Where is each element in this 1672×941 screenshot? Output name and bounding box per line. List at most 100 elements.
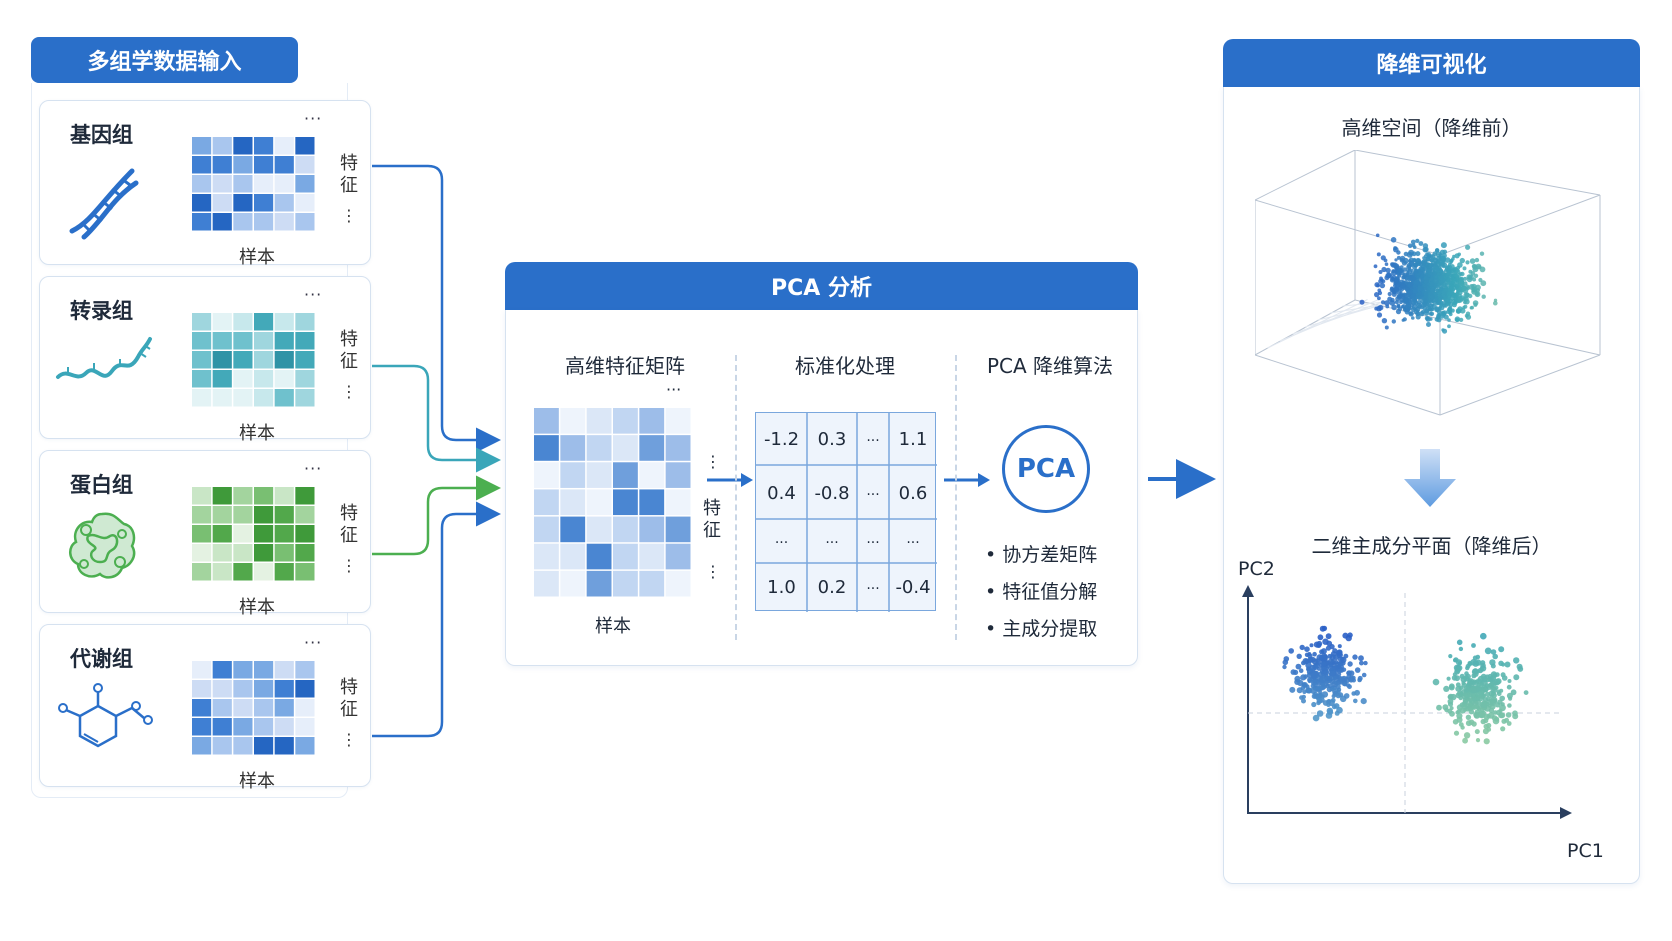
card-title: 转录组 [70, 299, 133, 323]
scatter-point [1483, 738, 1490, 745]
scatter-point [1421, 258, 1428, 265]
divider-2 [955, 355, 957, 640]
scatter-point [1343, 653, 1349, 659]
sample-label: 样本 [239, 771, 275, 792]
scatter-point [1347, 632, 1353, 638]
scatter-point [1428, 268, 1432, 273]
scatter-point [1449, 264, 1455, 269]
heatmap-cell [254, 370, 274, 388]
high-dim-title: 高维空间（降维前） [1341, 116, 1522, 140]
scatter-point [1359, 299, 1365, 305]
scatter-point [1358, 655, 1364, 662]
scatter-point [1414, 284, 1418, 288]
scatter-point [1449, 295, 1455, 301]
scatter-point [1455, 710, 1460, 715]
bullet-item: • 特征值分解 [985, 581, 1098, 603]
scatter-point [1300, 685, 1306, 691]
scatter-point [1377, 288, 1382, 293]
heatmap-cell [639, 489, 665, 516]
scatter-point [1288, 648, 1294, 654]
scatter-point [1384, 325, 1389, 330]
heatmap-cell [295, 351, 315, 369]
scatter-point [1490, 686, 1498, 694]
heatmap-cell [233, 680, 253, 698]
heatmap-cell [639, 570, 665, 597]
scatter-point [1478, 277, 1483, 283]
scatter-point [1419, 266, 1425, 272]
scatter-point [1442, 704, 1449, 711]
scatter-point [1456, 309, 1461, 314]
scatter-point [1423, 279, 1429, 285]
scatter-point [1413, 301, 1419, 306]
heatmap-cell [560, 543, 586, 570]
heatmap-cell [254, 718, 274, 736]
scatter-point [1359, 660, 1364, 666]
pc-scatter-plot [1242, 585, 1572, 819]
x-axis-arrow [1560, 807, 1572, 819]
heatmap-cell [560, 435, 586, 461]
scatter-point [1477, 265, 1482, 270]
scatter-point [1433, 266, 1440, 273]
scatter-point [1312, 714, 1320, 722]
scatter-point [1319, 678, 1324, 683]
heatmap-cell [613, 408, 638, 434]
heatmap-cell [254, 737, 274, 755]
scatter-point [1317, 634, 1324, 641]
scatter-point [1423, 294, 1428, 299]
scatter-point [1389, 287, 1395, 293]
heatmap-cell [586, 516, 612, 543]
heatmap-cell [192, 313, 212, 331]
scatter-point [1423, 246, 1429, 252]
heatmap-cell [233, 313, 253, 331]
heatmap-cell [233, 137, 253, 155]
scatter-point [1316, 710, 1324, 717]
heatmap-cell [586, 489, 612, 516]
scatter-point [1332, 675, 1338, 680]
scatter-point [1398, 269, 1405, 276]
heatmap-cell [212, 332, 232, 350]
scatter-point [1414, 279, 1420, 286]
scatter-point [1441, 290, 1446, 295]
scatter-point [1436, 317, 1442, 323]
scatter-point [1479, 251, 1485, 256]
heatmap [192, 137, 315, 231]
scatter-point [1415, 251, 1421, 257]
heatmap-cell [274, 661, 294, 679]
scatter-point [1348, 670, 1355, 677]
scatter-point [1430, 263, 1434, 267]
heatmap-cell [254, 175, 274, 193]
scatter-point [1391, 291, 1397, 297]
vertical-dots-icon: ⋮ [341, 556, 357, 575]
scatter-point [1454, 253, 1460, 259]
heatmap-cell [233, 194, 253, 212]
scatter-point [1313, 641, 1320, 648]
heatmap-cell [212, 137, 232, 155]
heatmap-cell [639, 516, 665, 543]
scatter-point [1452, 300, 1458, 306]
heatmap-cell [254, 313, 274, 331]
heatmap-cell [295, 389, 315, 407]
heatmap-cell [274, 370, 294, 388]
heatmap-cell [534, 408, 559, 434]
scatter-point [1325, 633, 1332, 640]
scatter-point [1301, 660, 1306, 666]
scatter-point [1505, 712, 1512, 718]
scatter-point [1462, 266, 1467, 271]
heatmap-cell [192, 389, 212, 407]
scatter-point [1335, 692, 1341, 699]
scatter-point [1319, 625, 1326, 632]
scatter-point [1387, 291, 1392, 297]
scatter-point [1496, 691, 1502, 697]
scatter-point [1486, 727, 1492, 732]
heatmap-cell [586, 408, 612, 434]
scatter-point [1471, 704, 1477, 710]
scatter-point [1433, 278, 1439, 284]
scatter-point [1311, 672, 1318, 679]
scatter-point [1471, 643, 1476, 648]
scatter-point [1480, 718, 1486, 725]
scatter-point [1432, 678, 1440, 686]
scatter-point [1408, 311, 1414, 317]
scatter-point [1434, 248, 1440, 253]
scatter-point [1478, 711, 1486, 719]
scatter-point [1333, 654, 1339, 661]
